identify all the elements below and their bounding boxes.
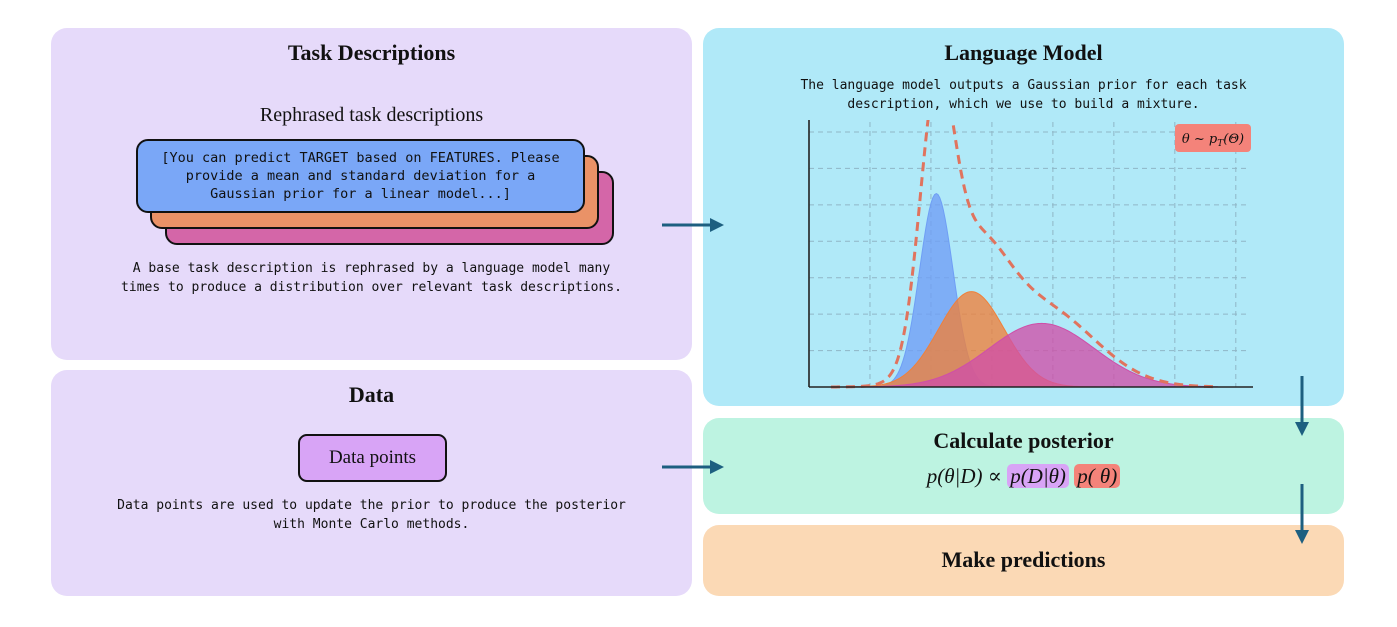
data-title: Data (348, 382, 395, 407)
mixture-prior-chart: θ ~ pT(Θ) (808, 120, 1253, 389)
mixture-density-line (830, 120, 1218, 389)
legend-box (1175, 124, 1251, 152)
rephrased-subtitle: Rephrased task descriptions (259, 104, 484, 126)
formula-lhs: p(θ|D) ∝ (926, 464, 1008, 488)
make-predictions-panel: Make predictions (703, 525, 1344, 596)
formula-prior: p( θ) (1074, 464, 1121, 488)
task-description-card: [You can predict TARGET based on FEATURE… (136, 139, 585, 213)
formula-likelihood: p(D|θ) (1007, 464, 1069, 488)
chart-legend: θ ~ pT(Θ) (1175, 124, 1251, 152)
legend-label: θ ~ pT(Θ) (1182, 132, 1244, 149)
predictions-title: Make predictions (941, 547, 1106, 572)
arrow-posterior-to-predictions (1295, 484, 1309, 544)
task-descriptions-panel: Task Descriptions Rephrased task descrip… (51, 28, 692, 360)
arrow-lm-to-posterior (1295, 376, 1309, 436)
data-caption: Data points are used to update the prior… (117, 498, 626, 532)
task-descriptions-title: Task Descriptions (287, 40, 456, 65)
calculate-posterior-panel: Calculate posterior p(θ|D) ∝ p(D|θ) p( θ… (703, 418, 1344, 514)
language-model-caption: The language model outputs a Gaussian pr… (800, 78, 1247, 112)
language-model-panel: Language Model The language model output… (703, 28, 1344, 406)
posterior-formula: p(θ|D) ∝ p(D|θ) p( θ) (703, 464, 1344, 489)
arrow-data-to-posterior (662, 460, 724, 474)
chart-areas (830, 192, 1218, 388)
language-model-title: Language Model (944, 40, 1103, 65)
posterior-title: Calculate posterior (933, 428, 1114, 453)
arrow-task-to-lm (662, 218, 724, 232)
gaussian-component-3 (830, 322, 1218, 388)
data-points-box: Data points (298, 434, 447, 482)
task-descriptions-caption: A base task description is rephrased by … (121, 261, 622, 295)
data-panel: Data Data points Data points are used to… (51, 370, 692, 596)
